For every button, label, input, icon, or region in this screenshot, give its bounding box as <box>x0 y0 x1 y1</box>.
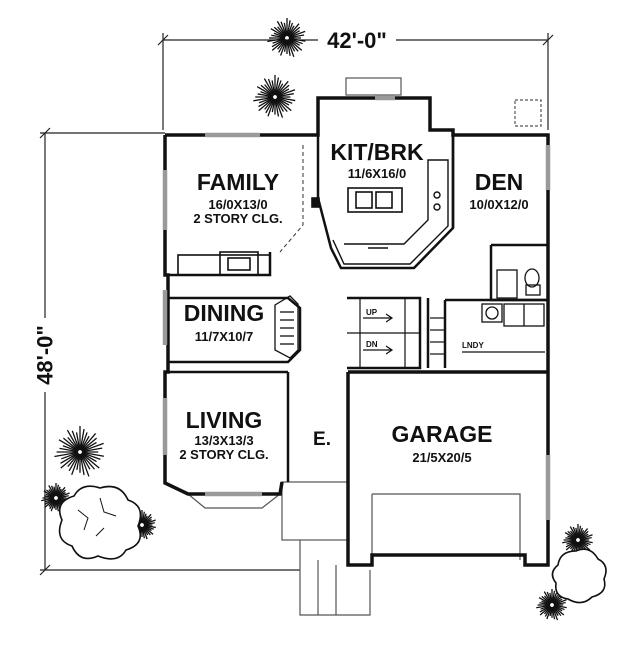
kitchen-name: KIT/BRK <box>330 139 424 165</box>
family-room-name: FAMILY <box>197 169 279 195</box>
tree-icon <box>41 483 70 513</box>
stair-down-label: DN <box>366 340 378 349</box>
family-room-note: 2 STORY CLG. <box>193 211 282 226</box>
dining-room-size: 11/7X10/7 <box>195 329 254 344</box>
tree-icon <box>54 426 105 477</box>
garage-name: GARAGE <box>392 421 493 447</box>
stair-up-label: UP <box>366 308 378 317</box>
den-name: DEN <box>475 169 524 195</box>
tree-icon <box>267 18 306 58</box>
tree-icon <box>253 75 296 118</box>
family-room-size: 16/0X13/0 <box>208 197 267 212</box>
width-dimension-label: 42'-0" <box>327 28 387 53</box>
laundry-label: LNDY <box>462 341 484 350</box>
shrub-icon <box>551 548 607 604</box>
kitchen-island <box>311 187 403 213</box>
kitchen-size: 11/6X16/0 <box>348 166 407 181</box>
entry-label: E. <box>313 429 331 450</box>
living-room-note: 2 STORY CLG. <box>179 447 268 462</box>
living-room-name: LIVING <box>186 407 263 433</box>
dining-built-in <box>274 295 299 359</box>
open-boundary <box>279 145 304 253</box>
powder-room-fixtures <box>462 268 545 353</box>
living-room-size: 13/3X13/3 <box>194 433 253 448</box>
garage-size: 21/5X20/5 <box>412 450 471 465</box>
bay-outlines <box>187 77 542 616</box>
shrub-icon <box>58 485 142 560</box>
den-size: 10/0X12/0 <box>469 197 528 212</box>
kitchen-counter <box>332 159 449 265</box>
dining-room-name: DINING <box>184 300 265 326</box>
tree-icon <box>536 589 567 621</box>
staircase <box>347 298 445 368</box>
fireplace <box>177 251 271 276</box>
depth-dimension-label: 48'-0" <box>33 325 58 385</box>
windows <box>162 95 551 520</box>
